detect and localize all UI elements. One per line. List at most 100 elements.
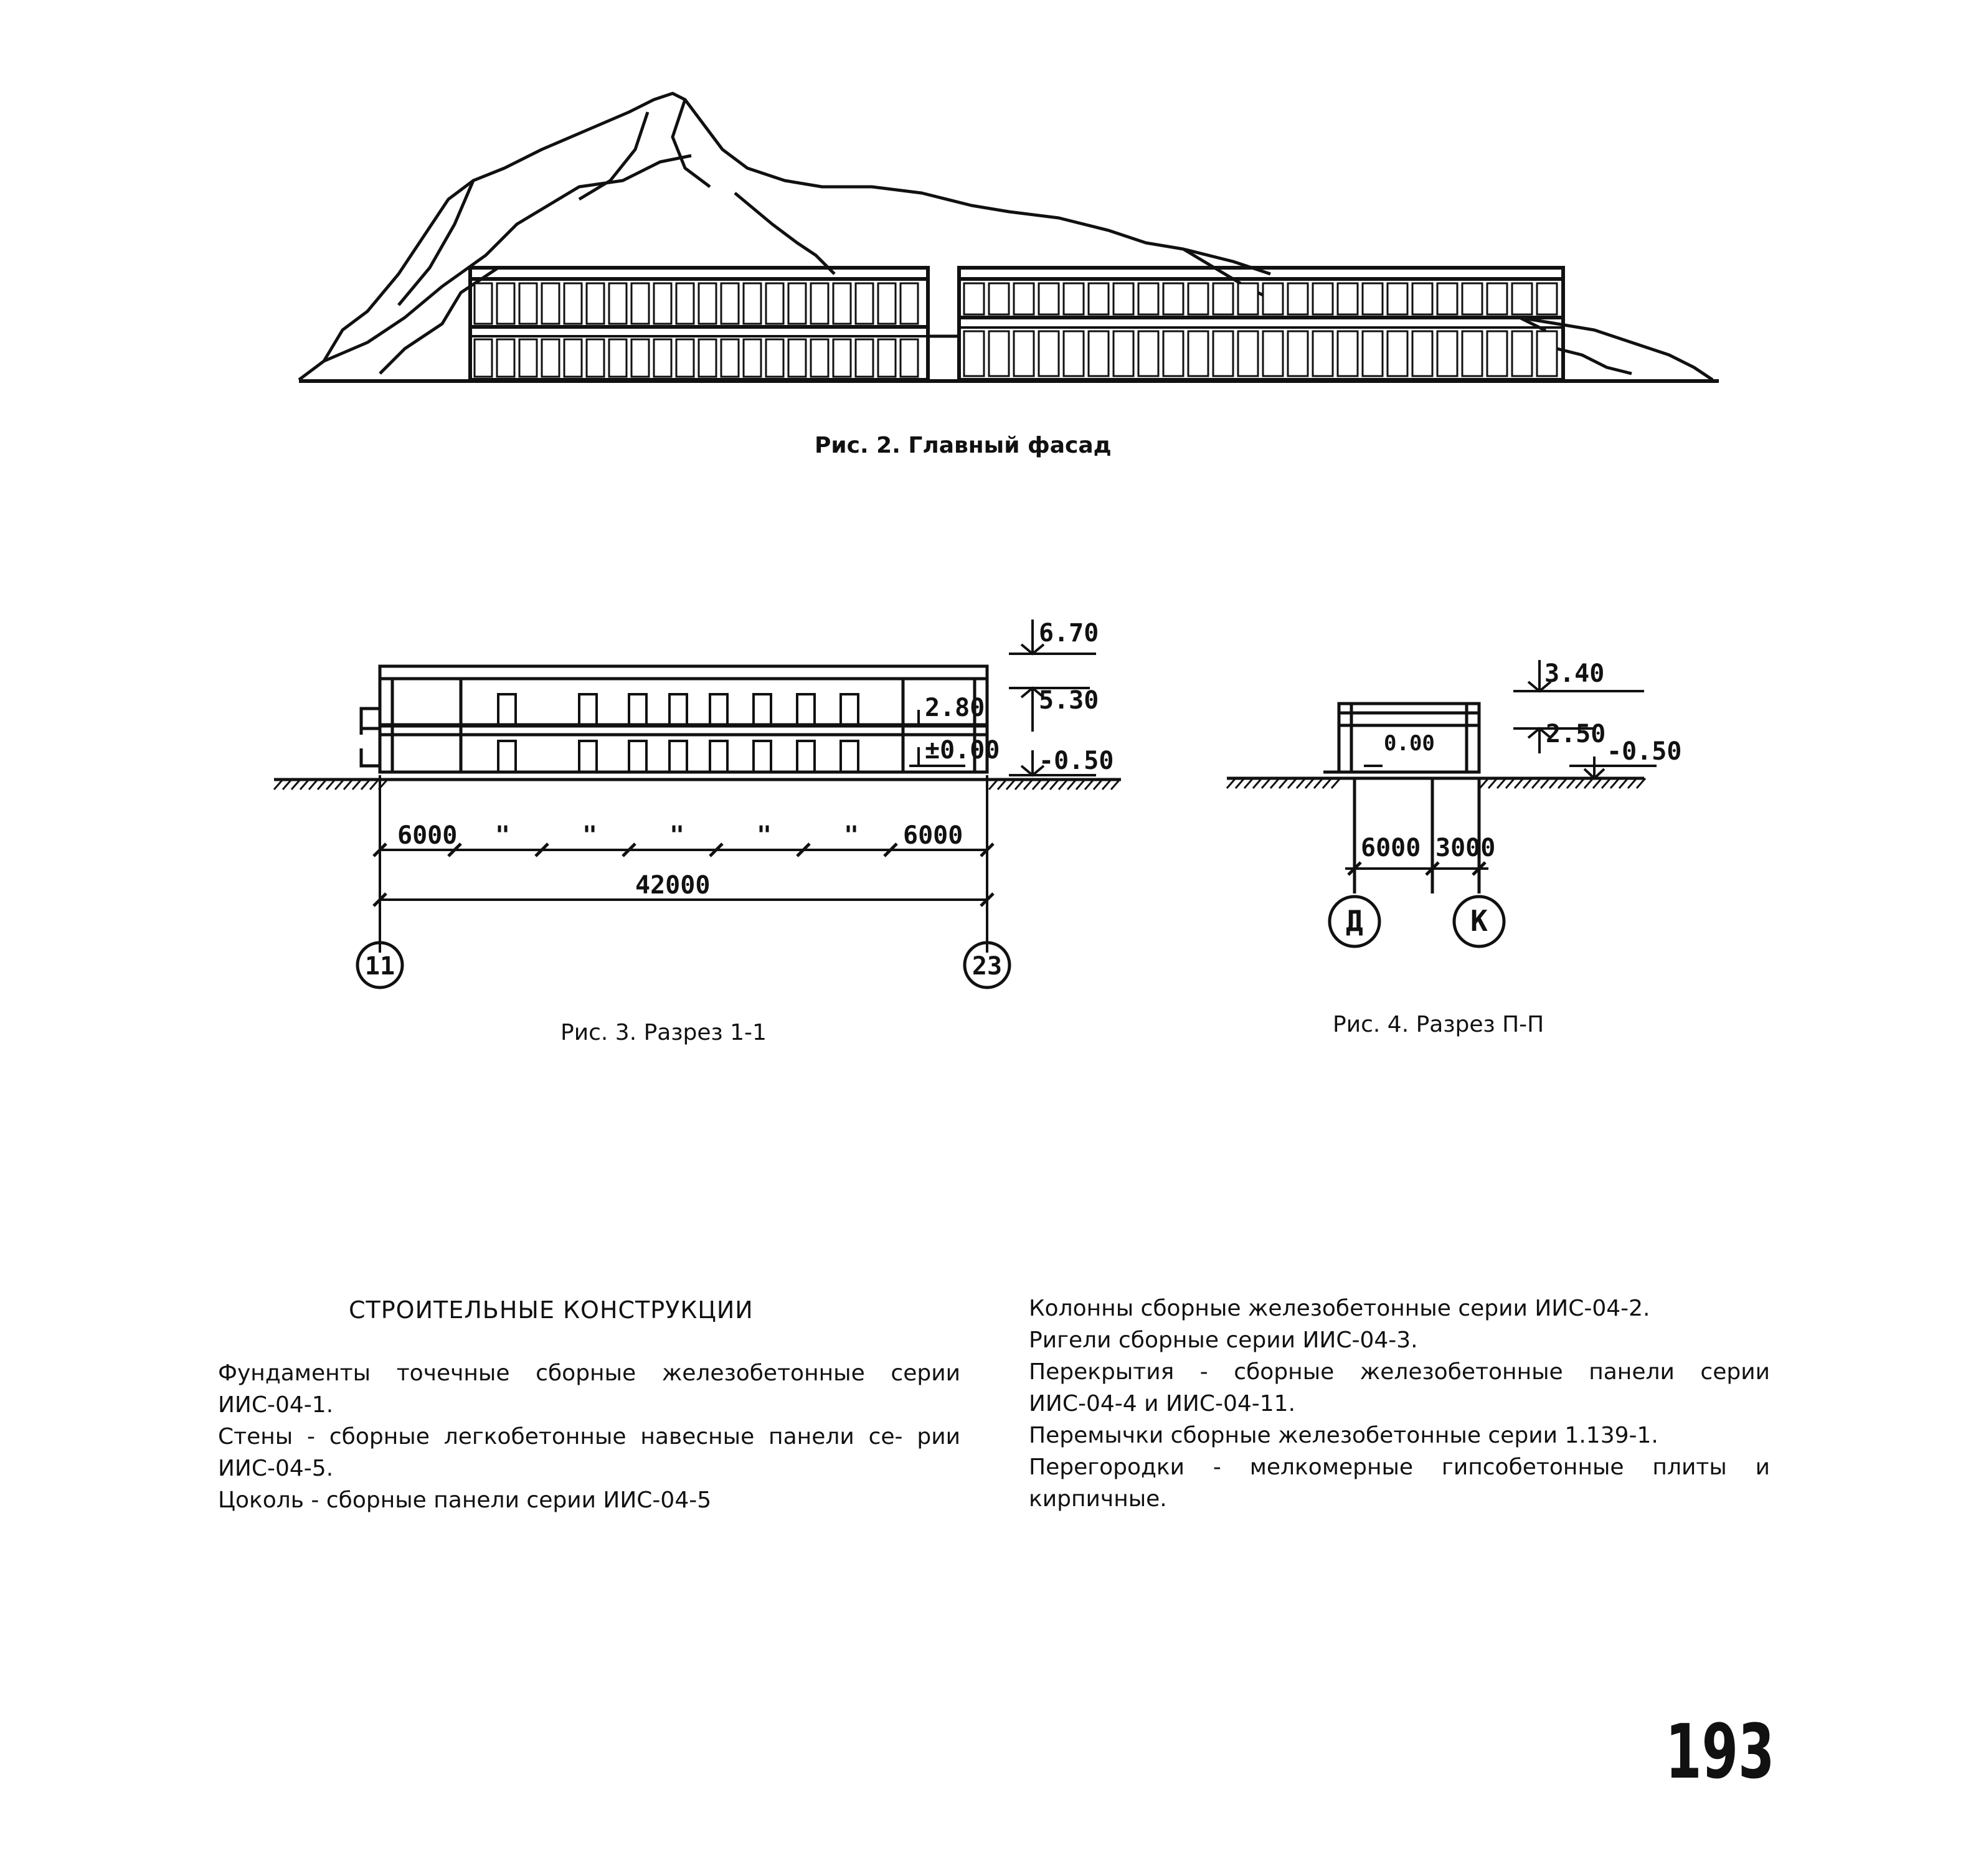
axis-23: 23 [972, 952, 1002, 981]
facade-window [541, 282, 560, 325]
facade-window [1162, 330, 1185, 377]
ground-hatch [1330, 778, 1341, 789]
facade-window [1237, 330, 1259, 377]
ground-hatch [1322, 778, 1333, 789]
span-5: " [757, 821, 772, 850]
facade-window [1212, 282, 1234, 316]
dimension-tick [883, 842, 898, 857]
paragraph-floors: Перекрытия - сборные железобетонные пане… [1029, 1359, 1770, 1416]
ground-hatch [988, 779, 999, 790]
facade-window [541, 338, 560, 378]
ground-hatch [1313, 778, 1324, 789]
facade-window [1087, 330, 1110, 377]
facade-window [585, 282, 605, 325]
level-2-50: 2.50 [1546, 720, 1605, 748]
facade-window [1013, 330, 1035, 377]
facade-window [720, 282, 740, 325]
dimension-tick [796, 842, 811, 857]
facade-window [742, 338, 762, 378]
facade-window [1137, 330, 1160, 377]
ground-hatch [1092, 779, 1104, 790]
figure-4-caption: Рис. 4. Разрез П-П [1333, 1012, 1544, 1037]
facade-window [1461, 282, 1483, 316]
ground-hatch [1505, 778, 1516, 789]
ground-hatch [1278, 778, 1289, 789]
door-lower [752, 740, 772, 772]
ground-hatch [369, 779, 380, 790]
ground-hatch [1023, 779, 1034, 790]
facade-window [1336, 330, 1359, 377]
section-1-1-drawing: 6.70 2.80 5.30 ±0.00 -0.50 6000 " " " " … [273, 619, 1121, 989]
facade-window [1461, 330, 1483, 377]
ground-hatch [1566, 778, 1577, 789]
span-4: " [669, 821, 684, 850]
facade-window [765, 338, 785, 378]
ground-hatch [1592, 778, 1603, 789]
ground-hatch [1226, 778, 1237, 789]
ground-hatch [316, 779, 328, 790]
ground-hatch [1531, 778, 1542, 789]
facade-window [496, 282, 516, 325]
ground-hatch [1075, 779, 1086, 790]
left-column: Фундаменты точечные сборные железобетонн… [218, 1357, 960, 1516]
ground-hatch [351, 779, 362, 790]
facade-window [854, 282, 874, 325]
page-number: 193 [1665, 1709, 1774, 1796]
door-lower [628, 740, 648, 772]
door-lower [497, 740, 517, 772]
facade-window [630, 338, 650, 378]
ground-hatch [1243, 778, 1254, 789]
ground-hatch [308, 779, 319, 790]
facade-window [1087, 282, 1110, 316]
ground-hatch [1049, 779, 1060, 790]
facade-window [675, 282, 695, 325]
ground-hatch [281, 779, 293, 790]
total-dimension: 42000 [635, 871, 710, 900]
ground-hatch [325, 779, 336, 790]
ground-hatch [1295, 778, 1307, 789]
span-3000: 3000 [1435, 834, 1495, 862]
door-lower [796, 740, 816, 772]
door-lower [578, 740, 598, 772]
span-1: 6000 [397, 821, 457, 850]
facade-window [496, 338, 516, 378]
level-minus-0-50: -0.50 [1607, 737, 1681, 766]
facade-window [473, 338, 493, 378]
ground-hatch [1539, 778, 1551, 789]
ground-hatch [1066, 779, 1077, 790]
level-minus-0-50: -0.50 [1039, 747, 1114, 775]
facade-window [1137, 282, 1160, 316]
ground-hatch [1057, 779, 1069, 790]
ground-hatch [1618, 778, 1629, 789]
paragraph-plinth: Цоколь - сборные панели серии ИИС-04-5 [218, 1487, 712, 1513]
level-6-70: 6.70 [1039, 619, 1099, 648]
facade-window [1287, 282, 1309, 316]
paragraph-lintels: Перемычки сборные железобетонные серии 1… [1029, 1423, 1658, 1448]
door-upper [628, 693, 648, 725]
level-5-30: 5.30 [1039, 686, 1099, 715]
facade-window [963, 330, 985, 377]
ground-hatch [1031, 779, 1043, 790]
ground-hatch [1252, 778, 1263, 789]
ground-hatch [1609, 778, 1620, 789]
facade-window [988, 330, 1010, 377]
facade-window [1312, 282, 1334, 316]
facade-window [1038, 282, 1060, 316]
ground-hatch [1635, 778, 1647, 789]
facade-window [720, 338, 740, 378]
facade-window [854, 338, 874, 378]
ground-hatch [1522, 778, 1533, 789]
facade-window [697, 338, 717, 378]
facade-window [1287, 330, 1309, 377]
ground-hatch [1548, 778, 1559, 789]
span-6000: 6000 [1361, 834, 1421, 862]
facade-window [653, 338, 673, 378]
dimension-tick [980, 842, 995, 857]
facade-window [1212, 330, 1234, 377]
ground-hatch [273, 779, 284, 790]
facade-window [787, 338, 807, 378]
ground-hatch [1513, 778, 1525, 789]
facade-window [1511, 282, 1533, 316]
facade-window [518, 338, 538, 378]
dimension-tick [980, 892, 995, 907]
